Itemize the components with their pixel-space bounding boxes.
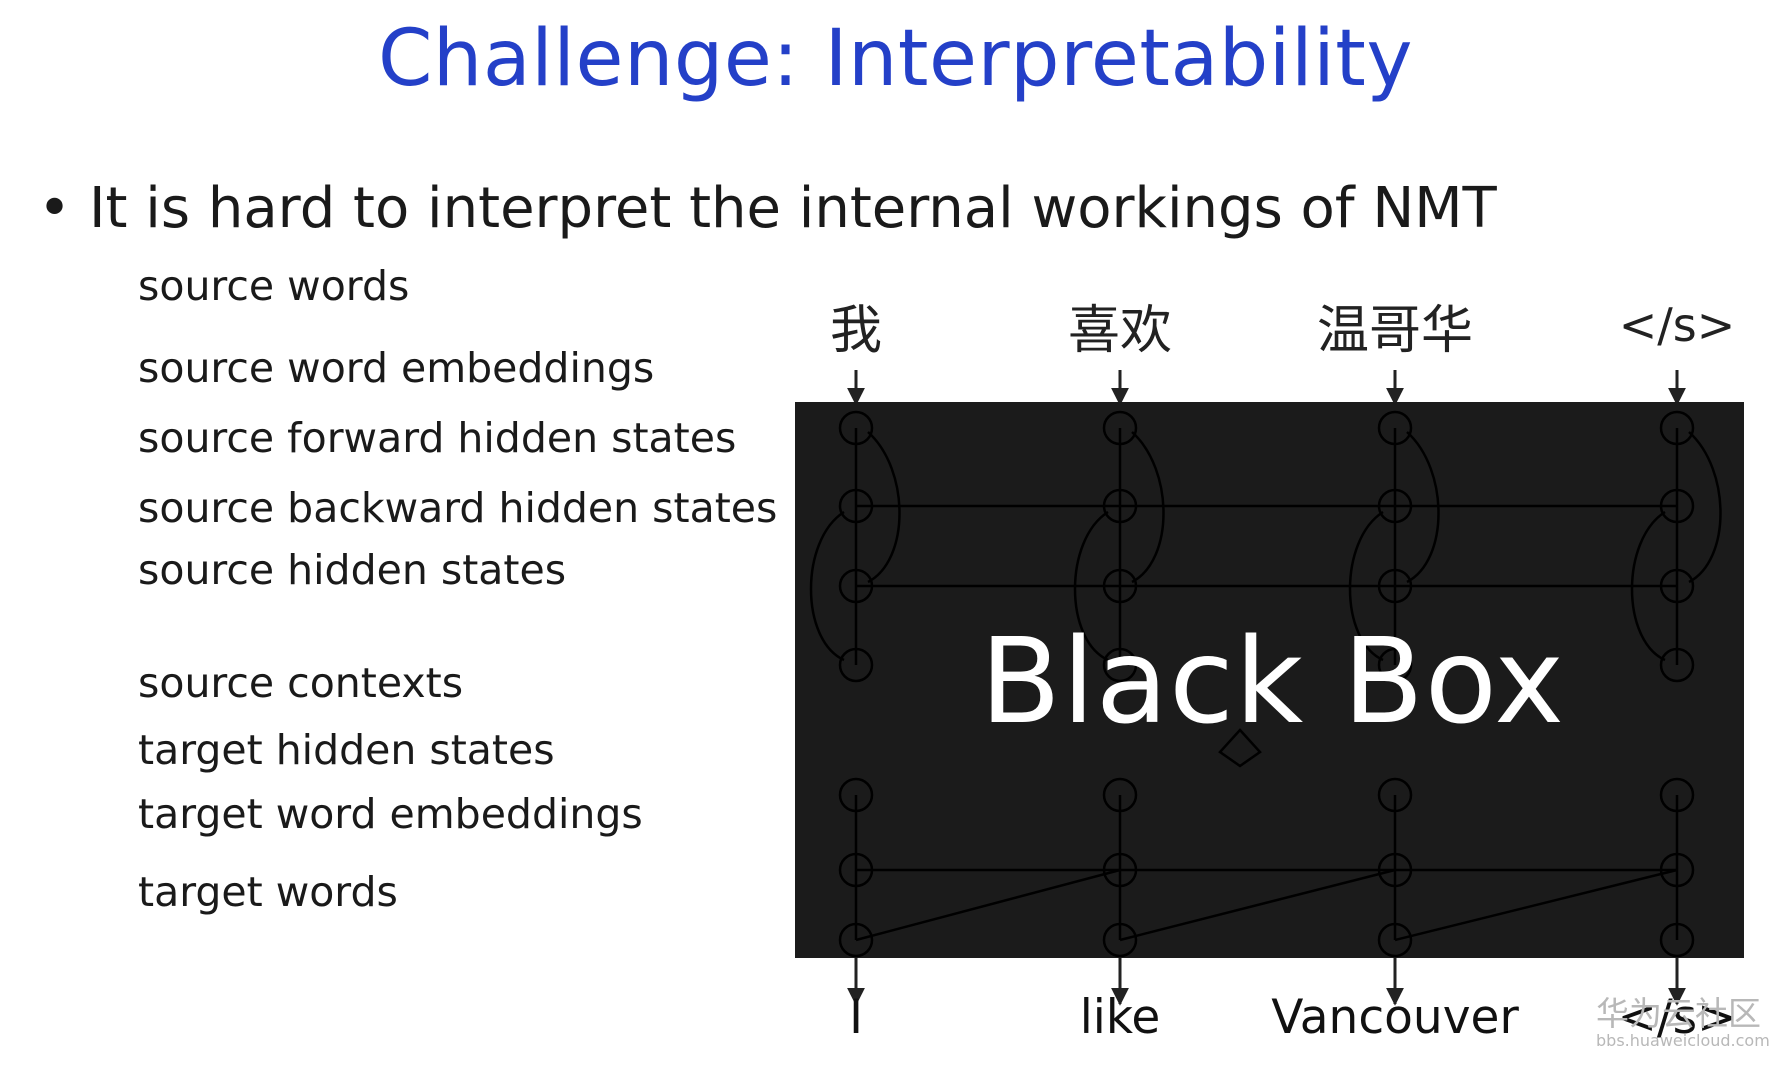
source-word: 温哥华 — [1316, 301, 1474, 361]
target-word: I — [849, 990, 863, 1045]
black-box-label: Black Box — [980, 612, 1566, 750]
source-word: 喜欢 — [1067, 301, 1173, 361]
target-word: like — [1079, 990, 1161, 1045]
label-target-words: target words — [138, 868, 398, 916]
network-lines — [809, 428, 1722, 942]
watermark-text: 华为云社区 — [1596, 994, 1761, 1033]
label-source-forward-hidden-states: source forward hidden states — [138, 414, 737, 462]
label-target-word-embeddings: target word embeddings — [138, 790, 643, 838]
slide-title: Challenge: Interpretability — [377, 14, 1414, 104]
watermark: 华为云社区 bbs.huaweicloud.com — [1596, 996, 1770, 1050]
label-source-backward-hidden-states: source backward hidden states — [138, 484, 778, 532]
black-box — [795, 402, 1744, 958]
label-source-contexts: source contexts — [138, 659, 464, 707]
source-word: 我 — [829, 301, 883, 361]
label-target-hidden-states: target hidden states — [138, 726, 555, 774]
bullet-icon: • — [38, 176, 72, 241]
source-word: </s> — [1618, 298, 1736, 352]
watermark-url: bbs.huaweicloud.com — [1596, 1031, 1770, 1050]
label-source-words: source words — [138, 262, 410, 310]
label-source-word-embeddings: source word embeddings — [138, 344, 655, 392]
target-word: Vancouver — [1271, 990, 1519, 1045]
label-source-hidden-states: source hidden states — [138, 546, 567, 594]
bullet-point: • It is hard to interpret the internal wo… — [38, 176, 1497, 241]
target-word: </s> — [1617, 990, 1737, 1045]
bullet-text: It is hard to interpret the internal wor… — [89, 176, 1497, 241]
network-nodes — [838, 410, 1695, 958]
